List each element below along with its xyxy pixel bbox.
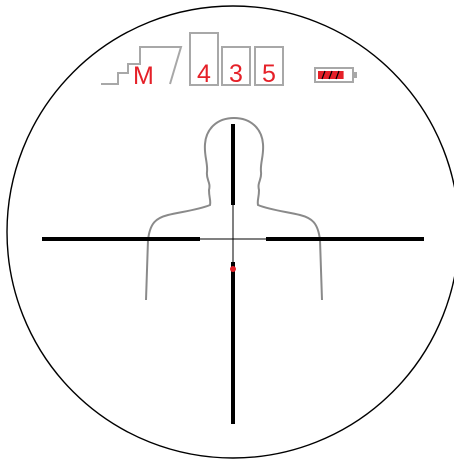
mode-label: M	[133, 62, 154, 90]
center-dot	[230, 266, 236, 272]
battery-terminal	[353, 72, 357, 78]
distance-digit-1: 4	[197, 60, 211, 88]
distance-digit-3: 5	[262, 60, 276, 88]
distance-digit-2: 3	[229, 60, 243, 88]
